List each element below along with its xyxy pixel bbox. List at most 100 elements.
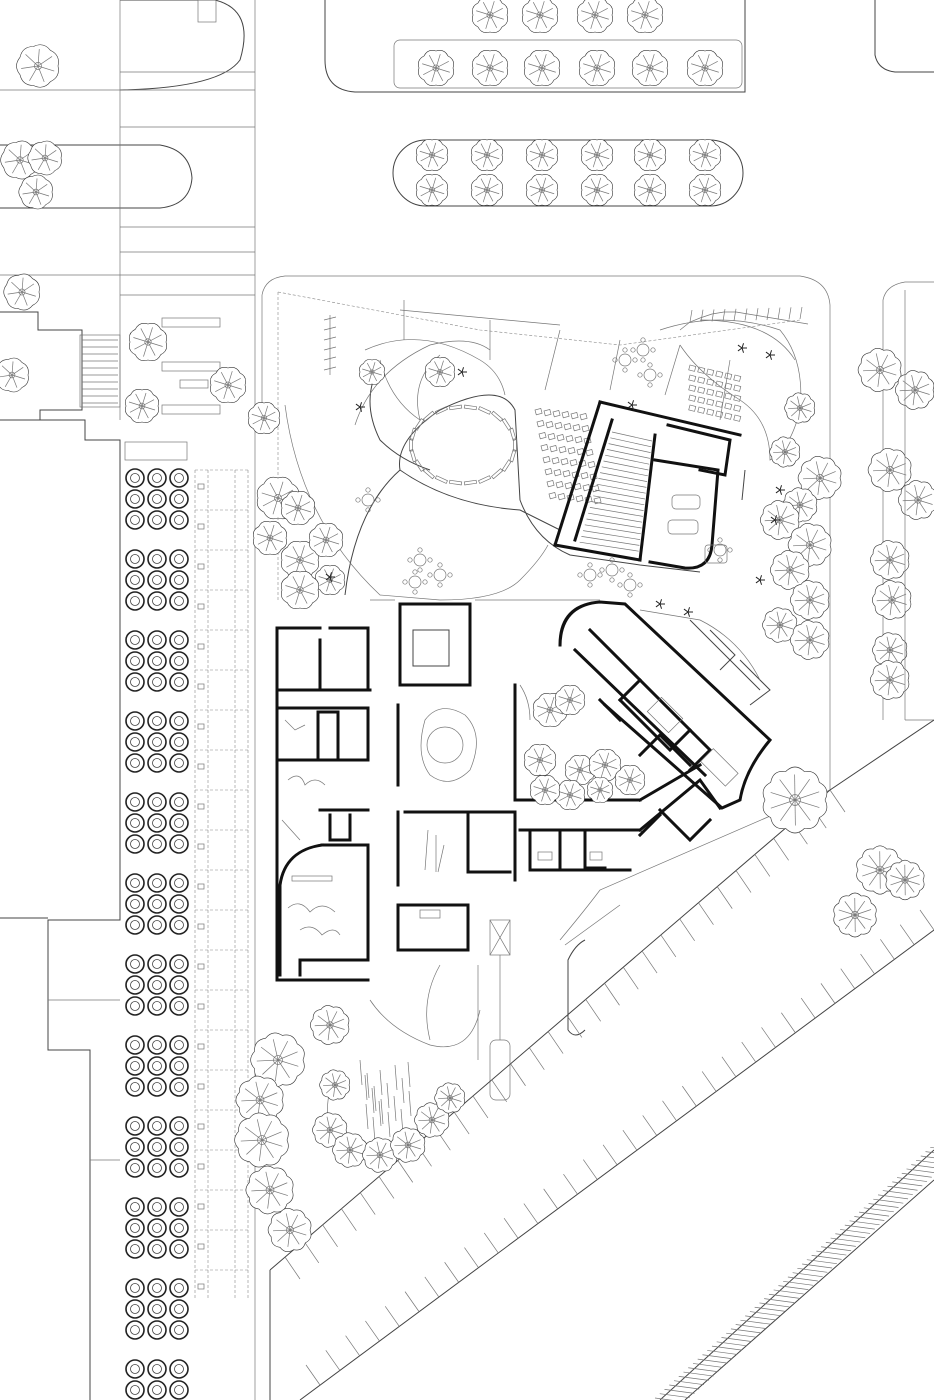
seat: [697, 376, 706, 384]
auditorium-row: [591, 501, 644, 511]
parking-stall: [679, 918, 695, 942]
auditorium-row: [600, 472, 648, 482]
cafe-table: [637, 362, 663, 388]
tree-icon: [128, 322, 168, 362]
rail-tie: [773, 1289, 804, 1295]
rail-tracks: [654, 1146, 934, 1400]
tree-icon: [587, 777, 613, 803]
tree-icon: [689, 174, 721, 206]
ring-bench: [414, 418, 425, 431]
star-plant-icon: [457, 367, 467, 377]
seat: [724, 392, 733, 400]
tree-icon: [280, 540, 320, 580]
rail-tie: [911, 1164, 934, 1168]
rail-tie: [878, 1194, 909, 1200]
ring-bench: [509, 449, 517, 463]
tree-icon: [790, 620, 830, 660]
seat: [534, 408, 543, 416]
planter-pot: [125, 813, 145, 833]
seat: [555, 481, 564, 489]
planter-pot: [147, 834, 167, 854]
parking-stall: [585, 999, 601, 1022]
tree-icon: [315, 565, 345, 595]
tree-icon: [898, 480, 934, 520]
seat: [688, 394, 697, 402]
parking-stall: [698, 902, 714, 925]
parking-stall: [563, 1173, 578, 1195]
wheel-stop: [197, 603, 205, 610]
planter-pot: [169, 813, 189, 833]
planter-pot: [147, 1380, 167, 1400]
auditorium-row: [586, 518, 642, 529]
east-wing: [558, 600, 831, 946]
seat: [580, 472, 589, 480]
seat: [697, 396, 706, 404]
west-building-outline: [0, 311, 256, 1400]
parking-stall: [404, 1291, 420, 1312]
tree-icon: [872, 580, 912, 620]
planter-pot: [147, 894, 167, 914]
planter-pot: [125, 510, 145, 530]
wheel-stop: [197, 483, 205, 490]
parking-stall: [622, 966, 639, 990]
seat: [565, 435, 574, 443]
rail-tie: [920, 1155, 934, 1159]
tree-icon: [310, 1005, 350, 1045]
tree-icon: [565, 755, 595, 785]
planter-pot: [125, 1077, 145, 1097]
tree-icon: [471, 174, 503, 206]
rail-tie: [716, 1341, 747, 1347]
planter-pot: [147, 915, 167, 935]
cafe-table: [599, 557, 625, 583]
parking-stall: [503, 1218, 519, 1239]
seat: [688, 404, 697, 412]
seat: [715, 410, 724, 418]
planter-pot: [125, 732, 145, 752]
planter-pot: [169, 792, 189, 812]
ring-bench: [422, 468, 435, 480]
seat: [591, 485, 600, 493]
star-plant-icon: [655, 599, 665, 609]
main-building: [275, 599, 642, 1101]
seat: [543, 409, 552, 417]
tree-icon: [867, 448, 912, 492]
seat: [542, 456, 551, 464]
tree-icon: [0, 357, 29, 393]
rail-tie: [764, 1298, 795, 1303]
ring-bench: [409, 438, 413, 452]
rail-tie: [792, 1272, 823, 1278]
rail-tie: [745, 1315, 776, 1321]
tree-icon: [245, 1165, 294, 1215]
rail-tie: [802, 1263, 833, 1269]
planter-pot: [147, 510, 167, 530]
planter-pot: [147, 975, 167, 995]
rail-tie: [896, 1177, 928, 1182]
parking-stall: [483, 1232, 499, 1254]
parking-stall: [735, 870, 752, 893]
tree-icon: [784, 392, 815, 424]
planter-pot: [147, 996, 167, 1016]
tree-icon: [524, 50, 560, 86]
parking-stall: [800, 997, 816, 1019]
ring-bench: [509, 427, 517, 441]
seat: [548, 492, 557, 500]
seat: [540, 444, 549, 452]
parking-stall: [397, 1160, 414, 1183]
rail-tie: [692, 1363, 724, 1368]
planter-pot: [169, 1239, 189, 1259]
wheel-stop: [197, 923, 205, 930]
wheel-stop: [197, 963, 205, 970]
rail-tie: [854, 1216, 885, 1221]
tree-icon: [526, 174, 558, 206]
seat: [697, 386, 706, 394]
wheel-stop: [197, 643, 205, 650]
seat: [581, 425, 590, 433]
parking-stall: [322, 1224, 338, 1247]
auditorium-row: [603, 460, 649, 471]
seat: [564, 482, 573, 490]
seat: [724, 402, 733, 410]
parking-stall: [660, 934, 677, 958]
rail-tie: [678, 1376, 709, 1381]
seat: [569, 459, 578, 467]
planter-pot: [147, 1278, 167, 1298]
